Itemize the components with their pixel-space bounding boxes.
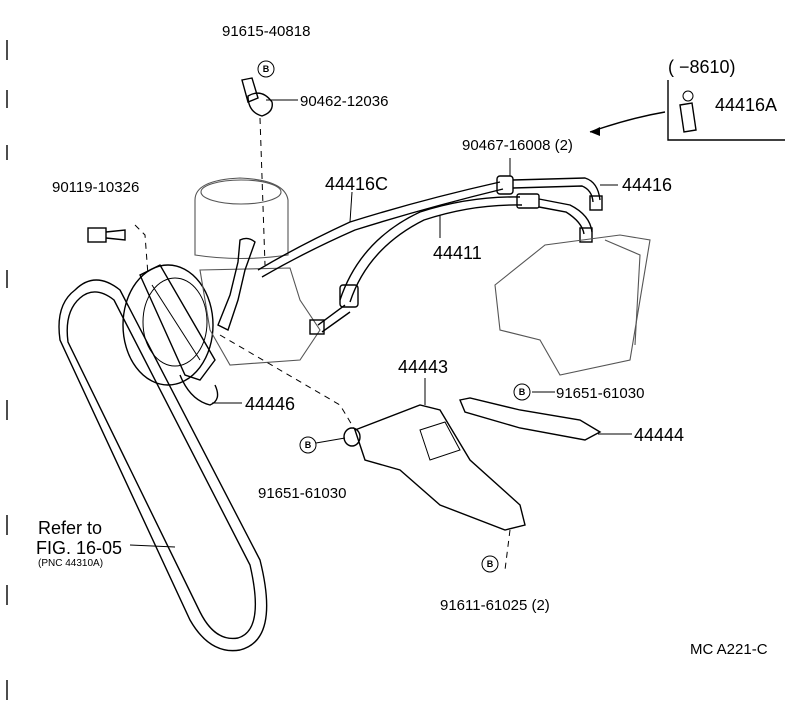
part-label-90119-10326: 90119-10326 (52, 179, 139, 196)
hose-44411 (309, 193, 540, 335)
part-label-44416c: 44416C (325, 174, 388, 194)
badge-letter: B (487, 559, 494, 569)
part-label-90462-12036: 90462-12036 (300, 93, 388, 110)
stay-44444 (459, 397, 602, 441)
part-label-44444: 44444 (634, 425, 684, 445)
tube-44416 (512, 177, 603, 243)
leader-lines (129, 99, 632, 548)
refer-note-line3: (PNC 44310A) (38, 558, 103, 569)
refer-note-line1: Refer to (38, 518, 102, 538)
bolt-badge-4: B (481, 555, 499, 573)
note-bracket: ( −8610) (668, 57, 736, 77)
part-label-91651-61030-right: 91651-61030 (556, 385, 644, 402)
part-label-90467-16008: 90467-16008 (2) (462, 137, 573, 154)
part-label-91651-61030-left: 91651-61030 (258, 485, 346, 502)
badge-letter: B (519, 387, 526, 397)
clamp-90462 (241, 77, 273, 117)
steering-gear (494, 234, 651, 376)
part-label-44416: 44416 (622, 175, 672, 195)
bolt-badge-2: B (513, 383, 531, 401)
refer-note-line2: FIG. 16-05 (36, 538, 122, 558)
part-label-91611-61025: 91611-61025 (2) (440, 597, 550, 614)
figure-code: MC A221-C (690, 641, 768, 658)
bracket-44443 (343, 404, 526, 531)
bolt-90119 (87, 227, 126, 243)
v-belt (58, 279, 268, 652)
pump-pulley (122, 264, 219, 406)
insert-44416a (589, 80, 785, 141)
bolt-badge-3: B (299, 436, 317, 454)
bolt-badge-1: B (257, 60, 275, 78)
part-label-91615-40818: 91615-40818 (222, 23, 310, 40)
part-label-44443: 44443 (398, 357, 448, 377)
badge-letter: B (305, 440, 312, 450)
part-label-44446: 44446 (245, 394, 295, 414)
pump-reservoir (194, 177, 321, 366)
badge-letter: B (263, 64, 270, 74)
part-label-44411: 44411 (433, 243, 482, 263)
part-label-44416a: 44416A (715, 95, 777, 115)
